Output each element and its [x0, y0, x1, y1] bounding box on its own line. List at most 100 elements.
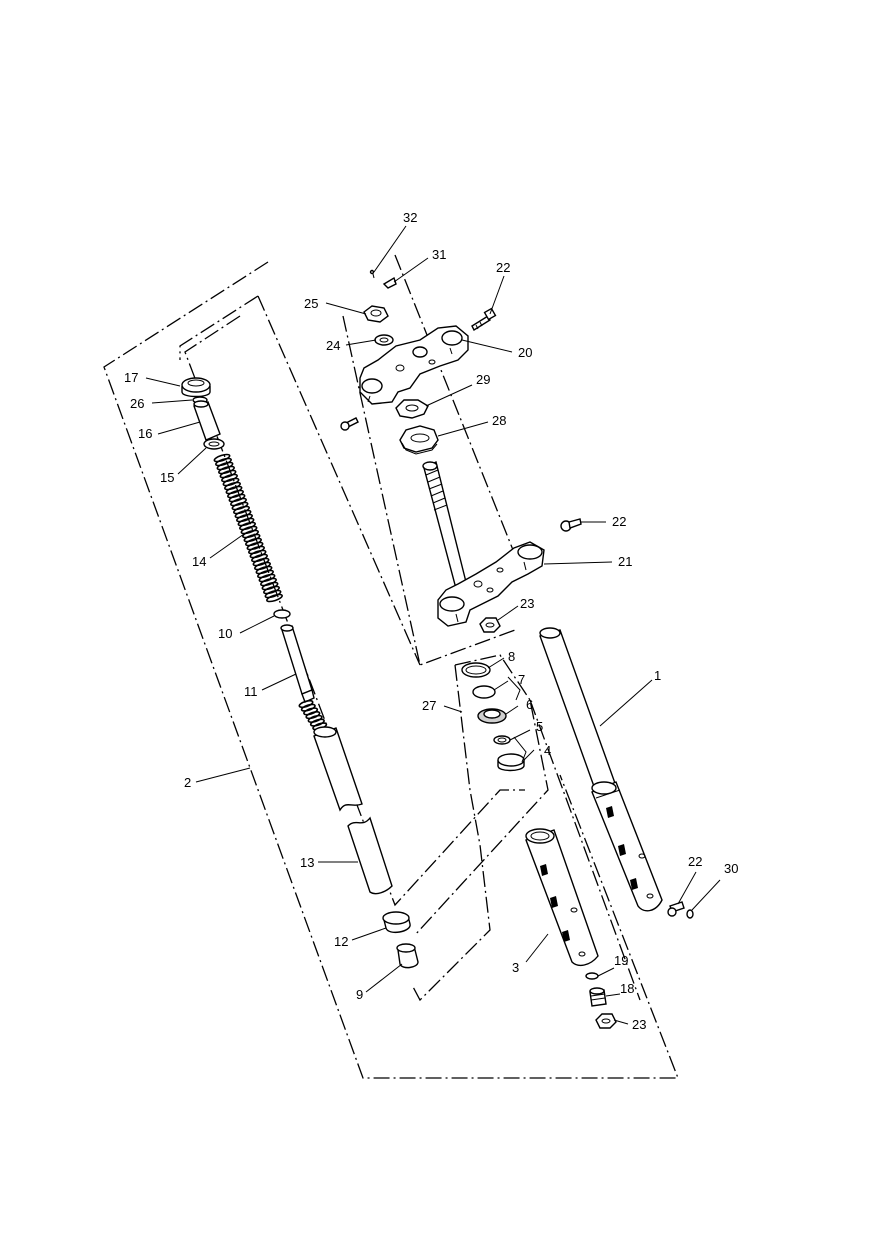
callout-29: 29 — [476, 372, 490, 387]
callout-26: 26 — [130, 396, 144, 411]
spring-coil — [260, 577, 277, 587]
spring-coil — [298, 699, 314, 709]
fork-leg-3 — [525, 828, 599, 967]
spring-coil — [239, 521, 256, 531]
spring-coil — [254, 561, 271, 571]
nut-29 — [395, 399, 429, 419]
spring-coil — [219, 469, 237, 479]
spring-coil — [231, 501, 249, 511]
callout-22-top: 22 — [496, 260, 510, 275]
spring-coil — [215, 457, 232, 467]
spring-coil — [309, 718, 325, 727]
damper-rod-11 — [280, 624, 315, 703]
callout-6: 6 — [526, 697, 533, 712]
spring-coil — [249, 549, 267, 559]
spring-coil — [242, 529, 259, 539]
spring-coil — [252, 557, 270, 567]
washer-19 — [585, 972, 599, 980]
callout-23-upper: 23 — [520, 596, 534, 611]
washer-5 — [493, 735, 511, 745]
stem-boundary-left — [342, 315, 516, 666]
spring-coil — [222, 477, 240, 487]
spacer-16 — [193, 400, 221, 441]
damper-tube-13 — [313, 726, 393, 895]
callout-22-lower: 22 — [688, 854, 702, 869]
callout-15: 15 — [160, 470, 174, 485]
o-ring-10 — [273, 609, 291, 619]
drain-plug-18 — [589, 987, 607, 1007]
spring-coil — [236, 513, 253, 523]
piece-9 — [396, 943, 419, 969]
callout-8: 8 — [508, 649, 515, 664]
callout-3: 3 — [512, 960, 519, 975]
bolt-22-top — [471, 307, 497, 332]
bush-7 — [472, 685, 496, 699]
callout-24: 24 — [326, 338, 340, 353]
callout-25: 25 — [304, 296, 318, 311]
callout-labels: 32 31 22 25 24 20 29 28 22 2 1 23 8 7 6 5… — [124, 210, 738, 1032]
callout-18: 18 — [620, 981, 634, 996]
spring-coil — [233, 505, 250, 515]
seal-kit-boundary — [414, 654, 549, 936]
stem-boundary-right — [394, 254, 516, 556]
nut-28 — [399, 425, 439, 455]
spring-coil — [255, 565, 273, 575]
callout-9: 9 — [356, 987, 363, 1002]
callout-13: 13 — [300, 855, 314, 870]
screw-32 — [369, 269, 375, 279]
spring-coil — [246, 541, 264, 551]
fork-internal-boundary-right — [257, 295, 421, 666]
spring-coil — [228, 493, 246, 503]
bush-4 — [497, 753, 525, 772]
callout-31: 31 — [432, 247, 446, 262]
spring-coil — [234, 509, 252, 519]
callout-5: 5 — [536, 719, 543, 734]
spring-coil — [303, 707, 319, 716]
callout-19: 19 — [614, 953, 628, 968]
spring-coil — [240, 525, 258, 535]
spring-coil — [237, 517, 255, 527]
bolt-top-yoke-pinch — [340, 417, 359, 431]
nut-23-lower — [595, 1013, 617, 1029]
washer-30 — [686, 909, 694, 919]
fork-assembly-boundary — [103, 261, 679, 1079]
callout-28: 28 — [492, 413, 506, 428]
callout-20: 20 — [518, 345, 532, 360]
callout-2: 2 — [184, 775, 191, 790]
clip-31 — [382, 276, 397, 289]
bottom-yoke — [437, 541, 545, 627]
callout-1: 1 — [654, 668, 661, 683]
cap-17 — [181, 377, 211, 398]
spring-coil — [305, 711, 321, 720]
callout-22-middle: 22 — [612, 514, 626, 529]
spring-coil — [264, 589, 282, 599]
callout-4: 4 — [544, 743, 551, 758]
callout-11: 11 — [244, 684, 258, 699]
nut-25 — [363, 305, 389, 323]
spring-coil — [218, 465, 235, 475]
group-boundaries — [103, 254, 679, 1079]
spring-coil — [225, 485, 243, 495]
spring-coil — [224, 481, 241, 491]
callout-32: 32 — [403, 210, 417, 225]
fork-leg-1 — [539, 627, 663, 912]
callout-27: 27 — [422, 698, 436, 713]
leader-lines — [145, 225, 721, 1025]
spring-coil — [307, 714, 323, 723]
washer-15 — [203, 438, 225, 450]
callout-16: 16 — [138, 426, 152, 441]
spring-coil — [221, 473, 238, 483]
washer-24 — [374, 334, 394, 346]
fork-internal-boundary — [179, 295, 259, 360]
callout-23-lower: 23 — [632, 1017, 646, 1032]
bush-12 — [382, 911, 411, 934]
spring-coil — [258, 573, 276, 583]
spring-coil — [248, 545, 265, 555]
bolt-22-middle — [560, 518, 582, 532]
spring-coil — [227, 489, 244, 499]
spring-coil — [266, 593, 283, 603]
spring-coil — [261, 581, 279, 591]
callout-14: 14 — [192, 554, 206, 569]
callout-7: 7 — [518, 672, 525, 687]
